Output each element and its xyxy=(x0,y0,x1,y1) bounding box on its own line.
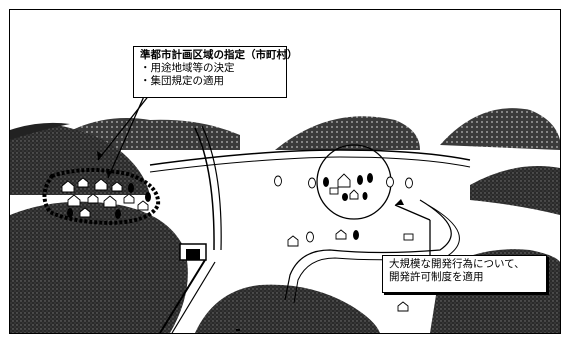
arrow-head-planning-2 xyxy=(106,169,112,178)
road-diagonal xyxy=(159,259,206,333)
hill-left xyxy=(10,124,150,195)
callout-development-permit: 大規模な開発行為について、 開発許可制度を適用 xyxy=(382,255,547,293)
tunnel-icon xyxy=(179,243,207,261)
hill-left-far xyxy=(10,122,70,140)
planning-area-houses xyxy=(61,177,149,218)
road-curve xyxy=(284,199,452,301)
hill-right xyxy=(470,166,560,215)
callout-bottom-line-1: 大規模な開発行為について、 xyxy=(389,258,525,270)
callout-top-item-1: ・用途地域等の決定 xyxy=(140,62,235,74)
callout-top-title: 準都市計画区域の指定（市町村） xyxy=(140,49,298,61)
arrow-head-planning-1 xyxy=(97,151,103,160)
highway-2 xyxy=(201,125,222,251)
callout-urban-planning-area: 準都市計画区域の指定（市町村） ・用途地域等の決定 ・集団規定の適用 xyxy=(133,46,298,98)
callout-bottom-line-2: 開発許可制度を適用 xyxy=(389,271,484,283)
arrow-head-development xyxy=(395,199,404,205)
small-mark xyxy=(236,329,240,331)
road-main xyxy=(149,149,471,166)
distant-hill-center xyxy=(275,116,420,150)
development-area-buildings xyxy=(329,173,359,200)
hill-foreground-center xyxy=(195,284,380,333)
house-icon xyxy=(287,229,414,312)
callout-top-item-2: ・集団規定の適用 xyxy=(140,75,224,87)
tree-icon xyxy=(67,183,151,219)
highway xyxy=(194,127,215,251)
scattered-dark-trees xyxy=(323,177,359,240)
development-area-trees xyxy=(342,173,373,201)
scattered-trees xyxy=(274,175,413,243)
distant-hill-right xyxy=(440,108,560,150)
road-main-2 xyxy=(149,156,471,173)
planning-area-boundary xyxy=(42,167,161,226)
road-diagonal-2 xyxy=(171,261,216,333)
hill-foreground-left xyxy=(10,201,188,333)
